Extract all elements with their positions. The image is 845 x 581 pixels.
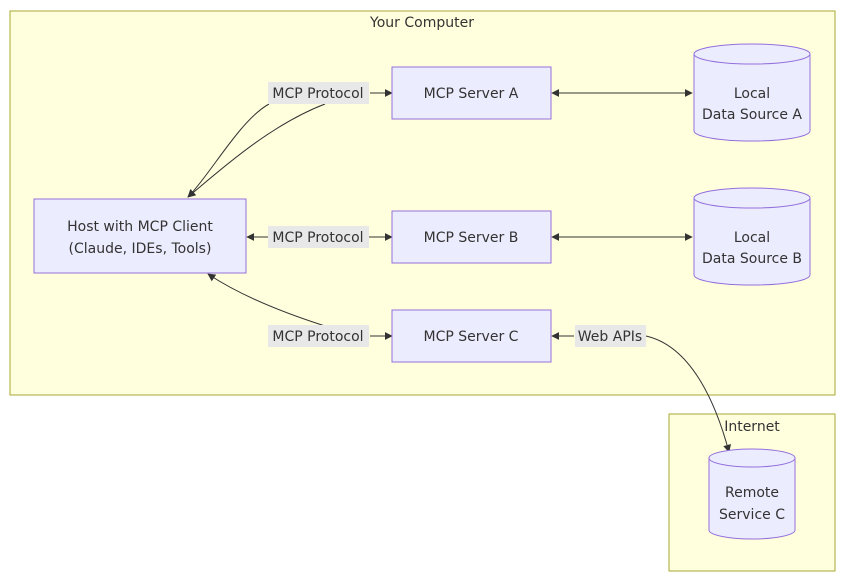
edge-label-protocol-a: MCP Protocol [268, 82, 369, 104]
svg-text:MCP Protocol: MCP Protocol [272, 86, 363, 102]
edge-label-protocol-c: MCP Protocol [268, 325, 369, 347]
cluster-internet-label: Internet [724, 419, 780, 435]
node-host: Host with MCP Client (Claude, IDEs, Tool… [33, 198, 247, 274]
node-server-b: MCP Server B [391, 210, 552, 264]
edge-host-server-c-curve [207, 273, 326, 327]
node-source-b: Local Data Source B [693, 187, 811, 286]
svg-text:MCP Protocol: MCP Protocol [272, 230, 363, 246]
cluster-your-computer-label: Your Computer [369, 15, 474, 31]
svg-text:MCP Server C: MCP Server C [424, 329, 519, 345]
edge-server-c-remote-c [552, 336, 729, 452]
edge-label-protocol-b: MCP Protocol [268, 226, 369, 248]
node-source-a: Local Data Source A [693, 43, 811, 142]
node-host-line-2: (Claude, IDEs, Tools) [69, 241, 212, 257]
node-source-b-line-2: Data Source B [702, 251, 802, 267]
node-remote-c-line-1: Remote [725, 485, 779, 501]
svg-text:MCP Protocol: MCP Protocol [272, 329, 363, 345]
node-source-b-line-1: Local [734, 230, 770, 246]
edge-label-web-apis: Web APIs [575, 325, 646, 347]
node-remote-c-line-2: Service C [719, 507, 785, 523]
node-source-a-line-2: Data Source A [702, 107, 802, 123]
node-remote-c: Remote Service C [708, 448, 796, 540]
node-source-a-line-1: Local [734, 86, 770, 102]
edge-host-server-a-curve [187, 103, 326, 198]
node-host-line-1: Host with MCP Client [67, 219, 213, 235]
node-server-a: MCP Server A [391, 66, 552, 120]
svg-text:MCP Server A: MCP Server A [424, 86, 519, 102]
node-server-c: MCP Server C [391, 309, 552, 363]
svg-text:MCP Server B: MCP Server B [424, 230, 519, 246]
svg-text:Web APIs: Web APIs [578, 329, 642, 345]
